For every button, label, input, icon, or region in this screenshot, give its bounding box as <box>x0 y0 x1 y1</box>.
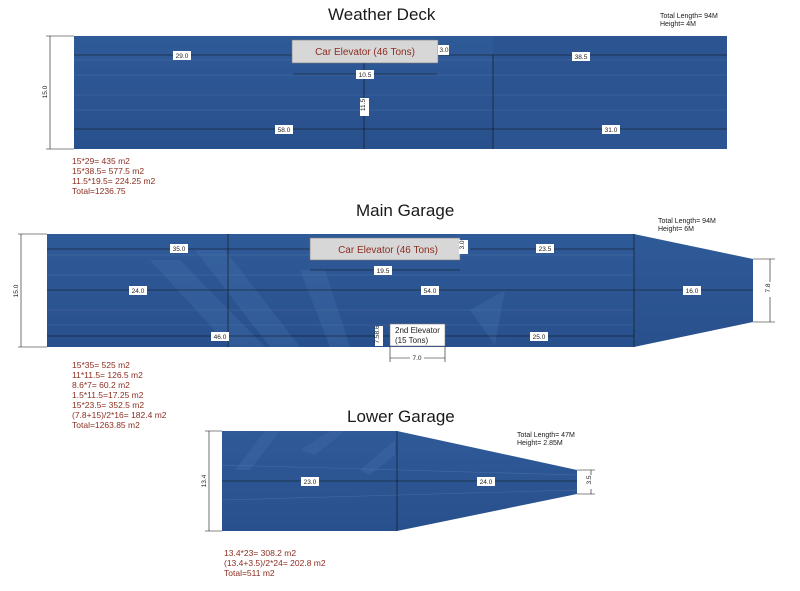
dim-label-box <box>683 286 701 295</box>
dim-label-box <box>602 125 620 134</box>
dim-label-box <box>459 240 468 254</box>
dim-label-box <box>173 51 191 60</box>
calc-line: Total=1263.85 m2 <box>72 420 140 430</box>
dim-label-box <box>572 52 590 61</box>
car-elevator-label: Car Elevator (46 Tons) <box>315 47 415 58</box>
dim-label-box <box>211 332 229 341</box>
lower-garage-calc: 13.4*23= 308.2 m2 (13.4+3.5)/2*24= 202.8… <box>224 548 326 578</box>
dim-label: 23.0 <box>304 479 317 486</box>
dim-label: 15.0 <box>13 284 20 297</box>
main-garage-shape <box>47 234 753 347</box>
dim-label-box <box>587 475 596 489</box>
dim-label-box <box>375 336 383 346</box>
dim-label: 11.5 <box>360 99 367 112</box>
calc-line: 1.5*11.5=17.25 m2 <box>72 390 144 400</box>
weather-deck-info: Total Length= 94M Height= 4M <box>660 13 718 29</box>
second-elevator-label-line2: (15 Tons) <box>395 336 429 345</box>
main-garage-height: Height= 6M <box>658 226 694 233</box>
dim-label: 7.5 <box>374 334 381 343</box>
dim-label: 24.0 <box>480 479 493 486</box>
dim-label: 3.0 <box>459 240 466 249</box>
dim-label: 16.0 <box>686 288 699 295</box>
dim-label: 8.6 <box>374 325 381 334</box>
dim-label-box <box>360 98 369 116</box>
weather-deck-height: Height= 4M <box>660 21 696 28</box>
weather-deck-calc: 15*29= 435 m2 15*38.5= 577.5 m2 11.5*19.… <box>72 156 155 196</box>
dim-label: 31.0 <box>605 127 618 134</box>
weather-deck-title: Weather Deck <box>328 5 436 24</box>
calc-line: 15*23.5= 352.5 m2 <box>72 400 145 410</box>
dim-label: 15.0 <box>42 85 49 98</box>
calc-line: 15*29= 435 m2 <box>72 156 130 166</box>
dim-label: 13.4 <box>201 474 208 487</box>
calc-line: 13.4*23= 308.2 m2 <box>224 548 297 558</box>
dim-label-box <box>301 477 319 486</box>
dim-label: 7.0 <box>412 355 421 362</box>
main-garage-total-length: Total Length= 94M <box>658 218 716 225</box>
dim-label-box <box>421 286 439 295</box>
main-garage-title: Main Garage <box>356 201 455 220</box>
calc-line: Total=511 m2 <box>224 568 275 578</box>
weather-deck-plan: Car Elevator (46 Tons) 3.0 29.0 38.5 10.… <box>42 35 727 150</box>
second-elevator-label-line1: 2nd Elevator <box>395 326 440 335</box>
dim-label-box <box>477 477 495 486</box>
second-elevator-box <box>389 323 446 347</box>
dim-label: 35.0 <box>173 246 186 253</box>
dim-label: 38.5 <box>575 54 588 61</box>
dim-label: 24.0 <box>132 288 145 295</box>
calc-line: 11*11.5= 126.5 m2 <box>72 370 143 380</box>
dim-label-box <box>766 282 775 297</box>
dim-label-box <box>375 326 383 337</box>
weather-deck-total-length: Total Length= 94M <box>660 13 718 20</box>
dim-label-box <box>275 125 293 134</box>
dim-label: 46.0 <box>214 334 227 341</box>
dim-label: 3.5 <box>586 475 593 484</box>
dim-label: 7.8 <box>765 283 772 292</box>
calc-line: 15*35= 525 m2 <box>72 360 130 370</box>
main-garage-info: Total Length= 94M Height= 6M <box>658 218 716 234</box>
car-elevator-label: Car Elevator (46 Tons) <box>338 245 438 256</box>
dim-label-box <box>530 332 548 341</box>
main-garage-calc: 15*35= 525 m2 11*11.5= 126.5 m2 8.6*7= 6… <box>72 360 167 430</box>
dim-label: 54.0 <box>424 288 437 295</box>
lower-garage-title: Lower Garage <box>347 407 455 426</box>
lower-garage-height: Height= 2.85M <box>517 440 563 447</box>
calc-line: (13.4+3.5)/2*24= 202.8 m2 <box>224 558 326 568</box>
dim-label-box <box>170 244 188 253</box>
main-garage-plan: Car Elevator (46 Tons) 2nd Elevator (15 … <box>13 233 775 362</box>
dim-label-box <box>410 353 424 362</box>
dim-label: 58.0 <box>278 127 291 134</box>
calc-line: 15*38.5= 577.5 m2 <box>72 166 145 176</box>
dim-label-box <box>356 70 374 79</box>
lower-garage-plan: 23.0 24.0 3.5 13.4 <box>201 430 596 532</box>
calc-line: 11.5*19.5= 224.25 m2 <box>72 176 156 186</box>
dim-label-box <box>438 45 449 55</box>
dim-label: 10.5 <box>359 72 372 79</box>
calc-line: (7.8+15)/2*16= 182.4 m2 <box>72 410 167 420</box>
dim-label: 23.5 <box>539 246 552 253</box>
lower-garage-info: Total Length= 47M Height= 2.85M <box>517 432 575 448</box>
dim-label: 19.5 <box>377 268 390 275</box>
calc-line: Total=1236.75 <box>72 186 126 196</box>
dim-label-box <box>129 286 147 295</box>
dim-label-box <box>536 244 554 253</box>
dim-label-box <box>374 266 392 275</box>
dim-label: 25.0 <box>533 334 546 341</box>
dim-label: 29.0 <box>176 53 189 60</box>
calc-line: 8.6*7= 60.2 m2 <box>72 380 130 390</box>
dim-label: 3.0 <box>439 47 448 54</box>
lower-garage-total-length: Total Length= 47M <box>517 432 575 439</box>
